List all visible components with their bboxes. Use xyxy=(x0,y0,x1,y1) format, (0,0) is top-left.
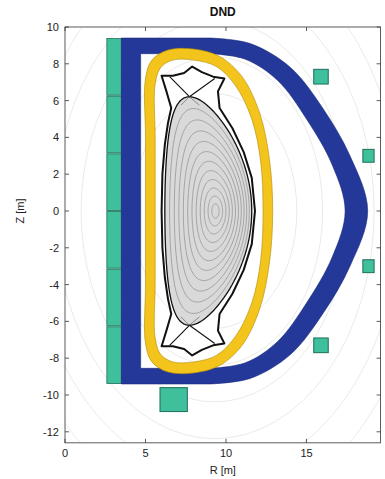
pf-coil xyxy=(314,69,328,84)
solenoid-module xyxy=(107,39,121,96)
flux-surface xyxy=(196,171,232,252)
tick-label: 6 xyxy=(53,95,59,106)
tick-label: 10 xyxy=(47,22,59,33)
tick-mark xyxy=(65,174,381,175)
tick-mark xyxy=(65,358,381,359)
contour-line xyxy=(65,27,381,443)
divertor-leg xyxy=(189,79,214,97)
flux-surface xyxy=(179,131,244,291)
tick-label: -10 xyxy=(43,390,59,401)
solenoid-module xyxy=(107,96,121,153)
central-solenoid xyxy=(107,39,121,384)
divertor-leg xyxy=(181,97,189,105)
tick-mark xyxy=(65,137,381,138)
contour-line xyxy=(65,27,381,443)
tick-label: 2 xyxy=(53,169,59,180)
flux-surface xyxy=(212,204,219,218)
pf-coil xyxy=(160,388,187,412)
tick-mark xyxy=(65,284,381,285)
first-wall xyxy=(162,67,255,356)
separatrix xyxy=(165,97,252,326)
pf-coil xyxy=(314,338,328,353)
contour-line xyxy=(65,27,381,443)
divertor-leg xyxy=(170,77,190,97)
tick-mark xyxy=(65,27,381,28)
flux-surface xyxy=(170,109,250,314)
tick-label: 0 xyxy=(62,447,68,458)
solenoid-module xyxy=(107,327,121,384)
flux-surface xyxy=(174,120,246,302)
solenoid-module xyxy=(107,269,121,326)
tick-label: -8 xyxy=(49,353,59,364)
tick-mark xyxy=(65,27,66,443)
tick-mark xyxy=(226,27,227,443)
contour-line xyxy=(65,27,381,443)
tf-coil xyxy=(121,38,367,384)
flux-surface xyxy=(200,180,229,243)
tick-mark xyxy=(65,211,381,212)
contour-line xyxy=(65,27,381,443)
tick-mark xyxy=(65,247,381,248)
divertor-leg xyxy=(189,97,199,105)
axes xyxy=(65,27,381,443)
flux-surface xyxy=(208,196,222,226)
flux-surface xyxy=(188,152,239,271)
plasma xyxy=(165,77,252,346)
tick-label: 8 xyxy=(53,58,59,69)
solenoid-module xyxy=(107,154,121,211)
tick-label: 4 xyxy=(53,132,59,143)
pf-coil xyxy=(363,260,374,273)
tick-label: 0 xyxy=(53,206,59,217)
plot-frame xyxy=(65,27,381,443)
tick-mark xyxy=(65,431,381,432)
tick-mark xyxy=(306,27,307,443)
divertor-leg xyxy=(189,317,199,325)
pf-coil xyxy=(363,149,374,162)
tick-label: 10 xyxy=(220,447,232,458)
axis-label: R [m] xyxy=(210,464,236,475)
flux-surface xyxy=(192,161,235,260)
pf-coils xyxy=(160,69,374,411)
divertor-leg xyxy=(170,325,190,345)
plot-title: DND xyxy=(210,6,236,18)
tick-mark xyxy=(65,63,381,64)
divertor-leg xyxy=(189,325,214,343)
background-contours xyxy=(65,27,381,443)
solenoid-module xyxy=(107,212,121,269)
tick-label: -2 xyxy=(49,242,59,253)
flux-surface xyxy=(204,188,226,234)
axis-label: Z [m] xyxy=(15,198,26,223)
tick-mark xyxy=(65,395,381,396)
tick-label: 5 xyxy=(142,447,148,458)
tick-mark xyxy=(145,27,146,443)
tick-mark xyxy=(65,100,381,101)
tick-label: -12 xyxy=(43,426,59,437)
tick-label: -4 xyxy=(49,279,59,290)
divertor-leg xyxy=(181,317,189,325)
contour-line xyxy=(65,27,374,439)
vacuum-vessel xyxy=(144,48,272,373)
tick-label: 15 xyxy=(300,447,312,458)
tick-mark xyxy=(65,321,381,322)
tick-label: -6 xyxy=(49,316,59,327)
